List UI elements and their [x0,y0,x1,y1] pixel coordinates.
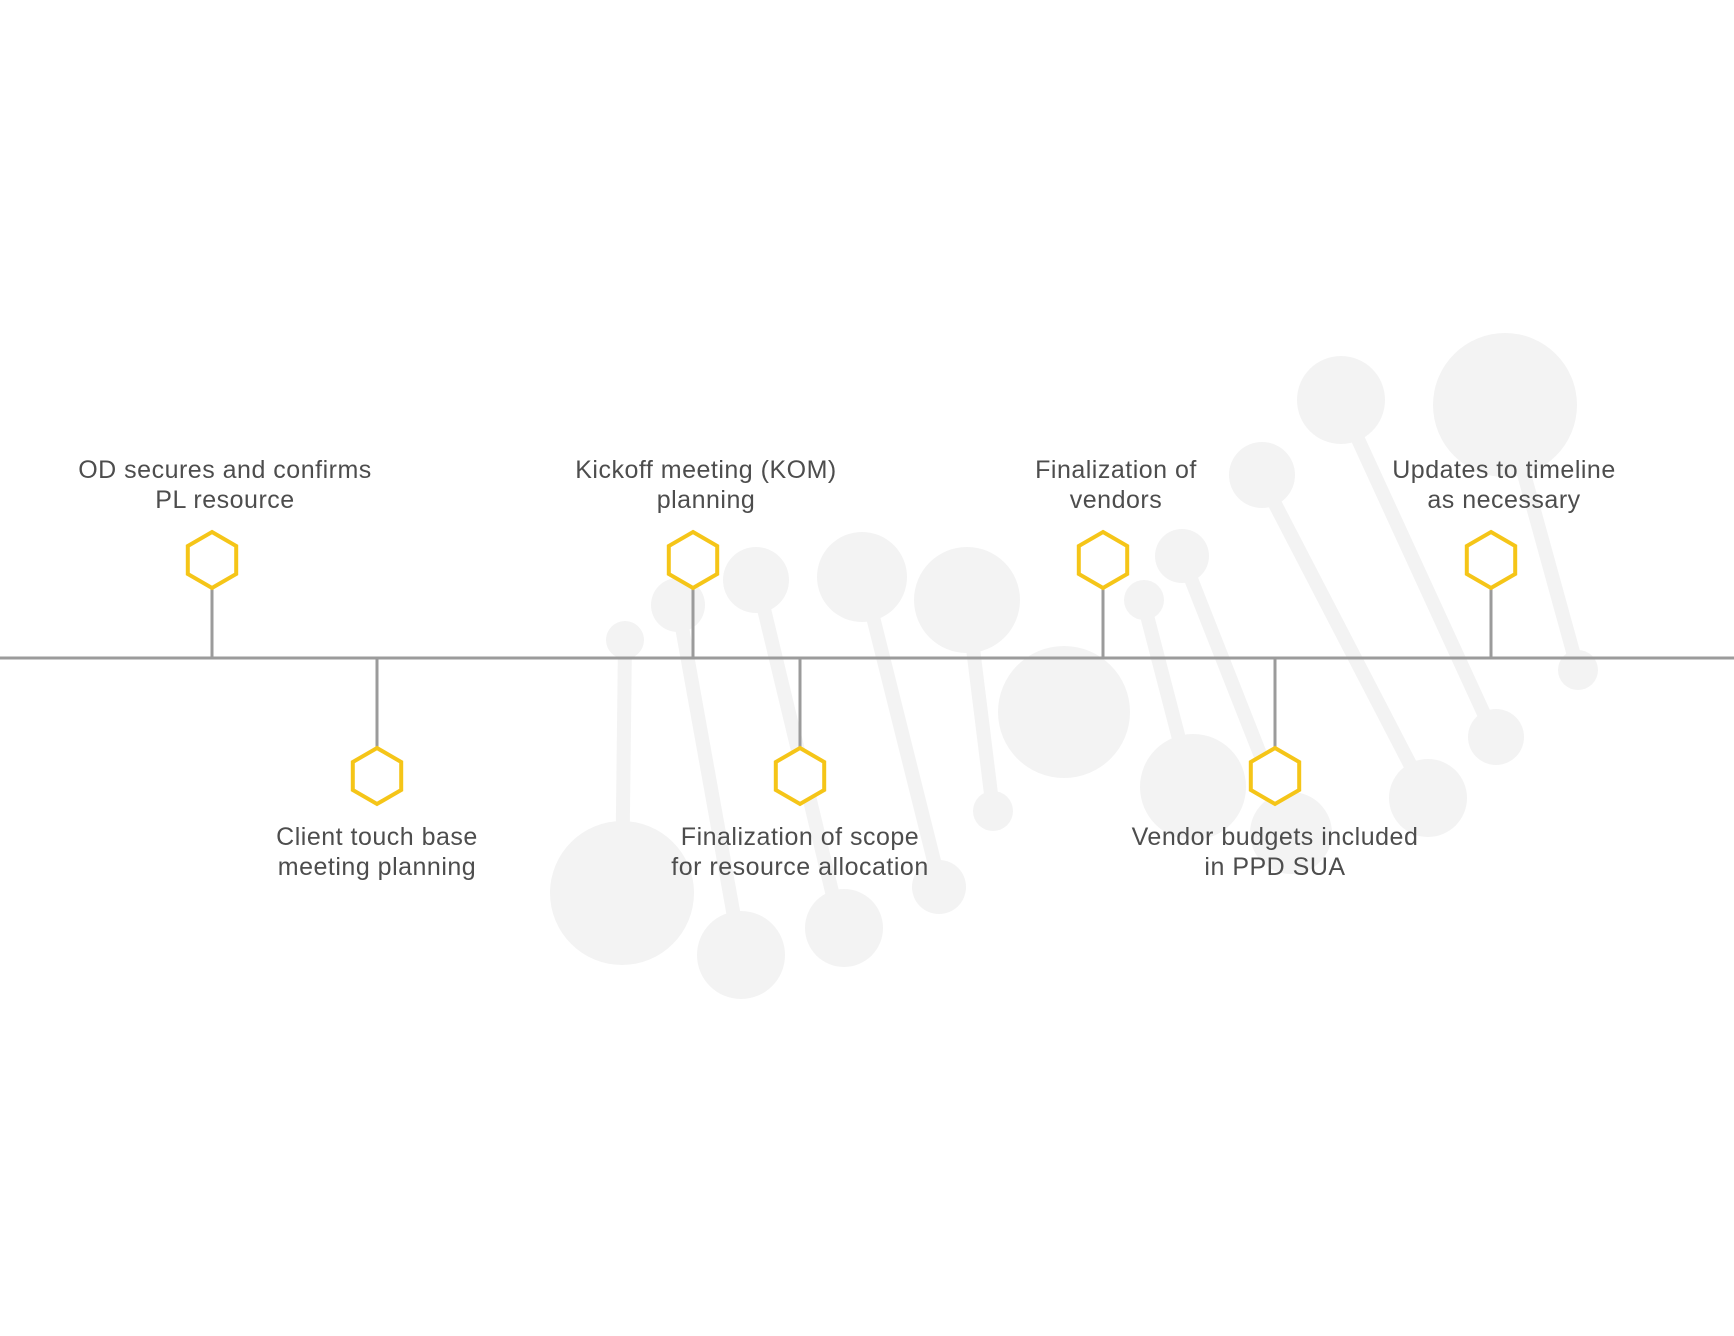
molecule-atom [1124,580,1164,620]
molecule-atom [1558,650,1598,690]
molecule-background-icon [550,333,1598,999]
molecule-atom [697,911,785,999]
molecule-atom [1250,792,1332,874]
milestone-label-m4: Finalization of scope for resource alloc… [671,823,929,881]
molecule-atom [1389,759,1467,837]
molecule-atom [1468,709,1524,765]
milestone-label-m7: Updates to timeline as necessary [1392,456,1616,514]
hexagon-icon [1248,745,1302,807]
molecule-atom [550,821,694,965]
hexagon-icon [350,745,404,807]
molecule-atom [973,791,1013,831]
molecule-atom [1140,734,1246,840]
molecule-bond [1253,468,1434,804]
molecule-atom [1229,442,1295,508]
milestone-label-m1: OD secures and confirms PL resource [78,456,372,514]
molecule-bond [856,570,947,892]
hexagon-icon [185,529,239,591]
milestone-label-m2: Client touch base meeting planning [276,823,478,881]
molecule-atom [998,646,1130,778]
molecule-atom [1155,529,1209,583]
hexagon-icon [1076,529,1130,591]
molecule-bond [1333,393,1503,747]
molecule-atom [1297,356,1385,444]
molecule-atom [817,532,907,622]
milestone-label-m6: Vendor budgets included in PPD SUA [1131,823,1419,881]
molecule-atom [1433,333,1577,477]
hexagon-icon [773,745,827,807]
molecule-atom [912,860,966,914]
hexagon-icon [666,529,720,591]
molecule-atom [723,547,789,613]
milestone-label-m5: Finalization of vendors [1035,456,1197,514]
molecule-atom [606,621,644,659]
milestone-label-m3: Kickoff meeting (KOM) planning [575,456,837,514]
molecule-atom [805,889,883,967]
molecule-bond [671,598,747,957]
molecule-atom [914,547,1020,653]
hexagon-icon [1464,529,1518,591]
